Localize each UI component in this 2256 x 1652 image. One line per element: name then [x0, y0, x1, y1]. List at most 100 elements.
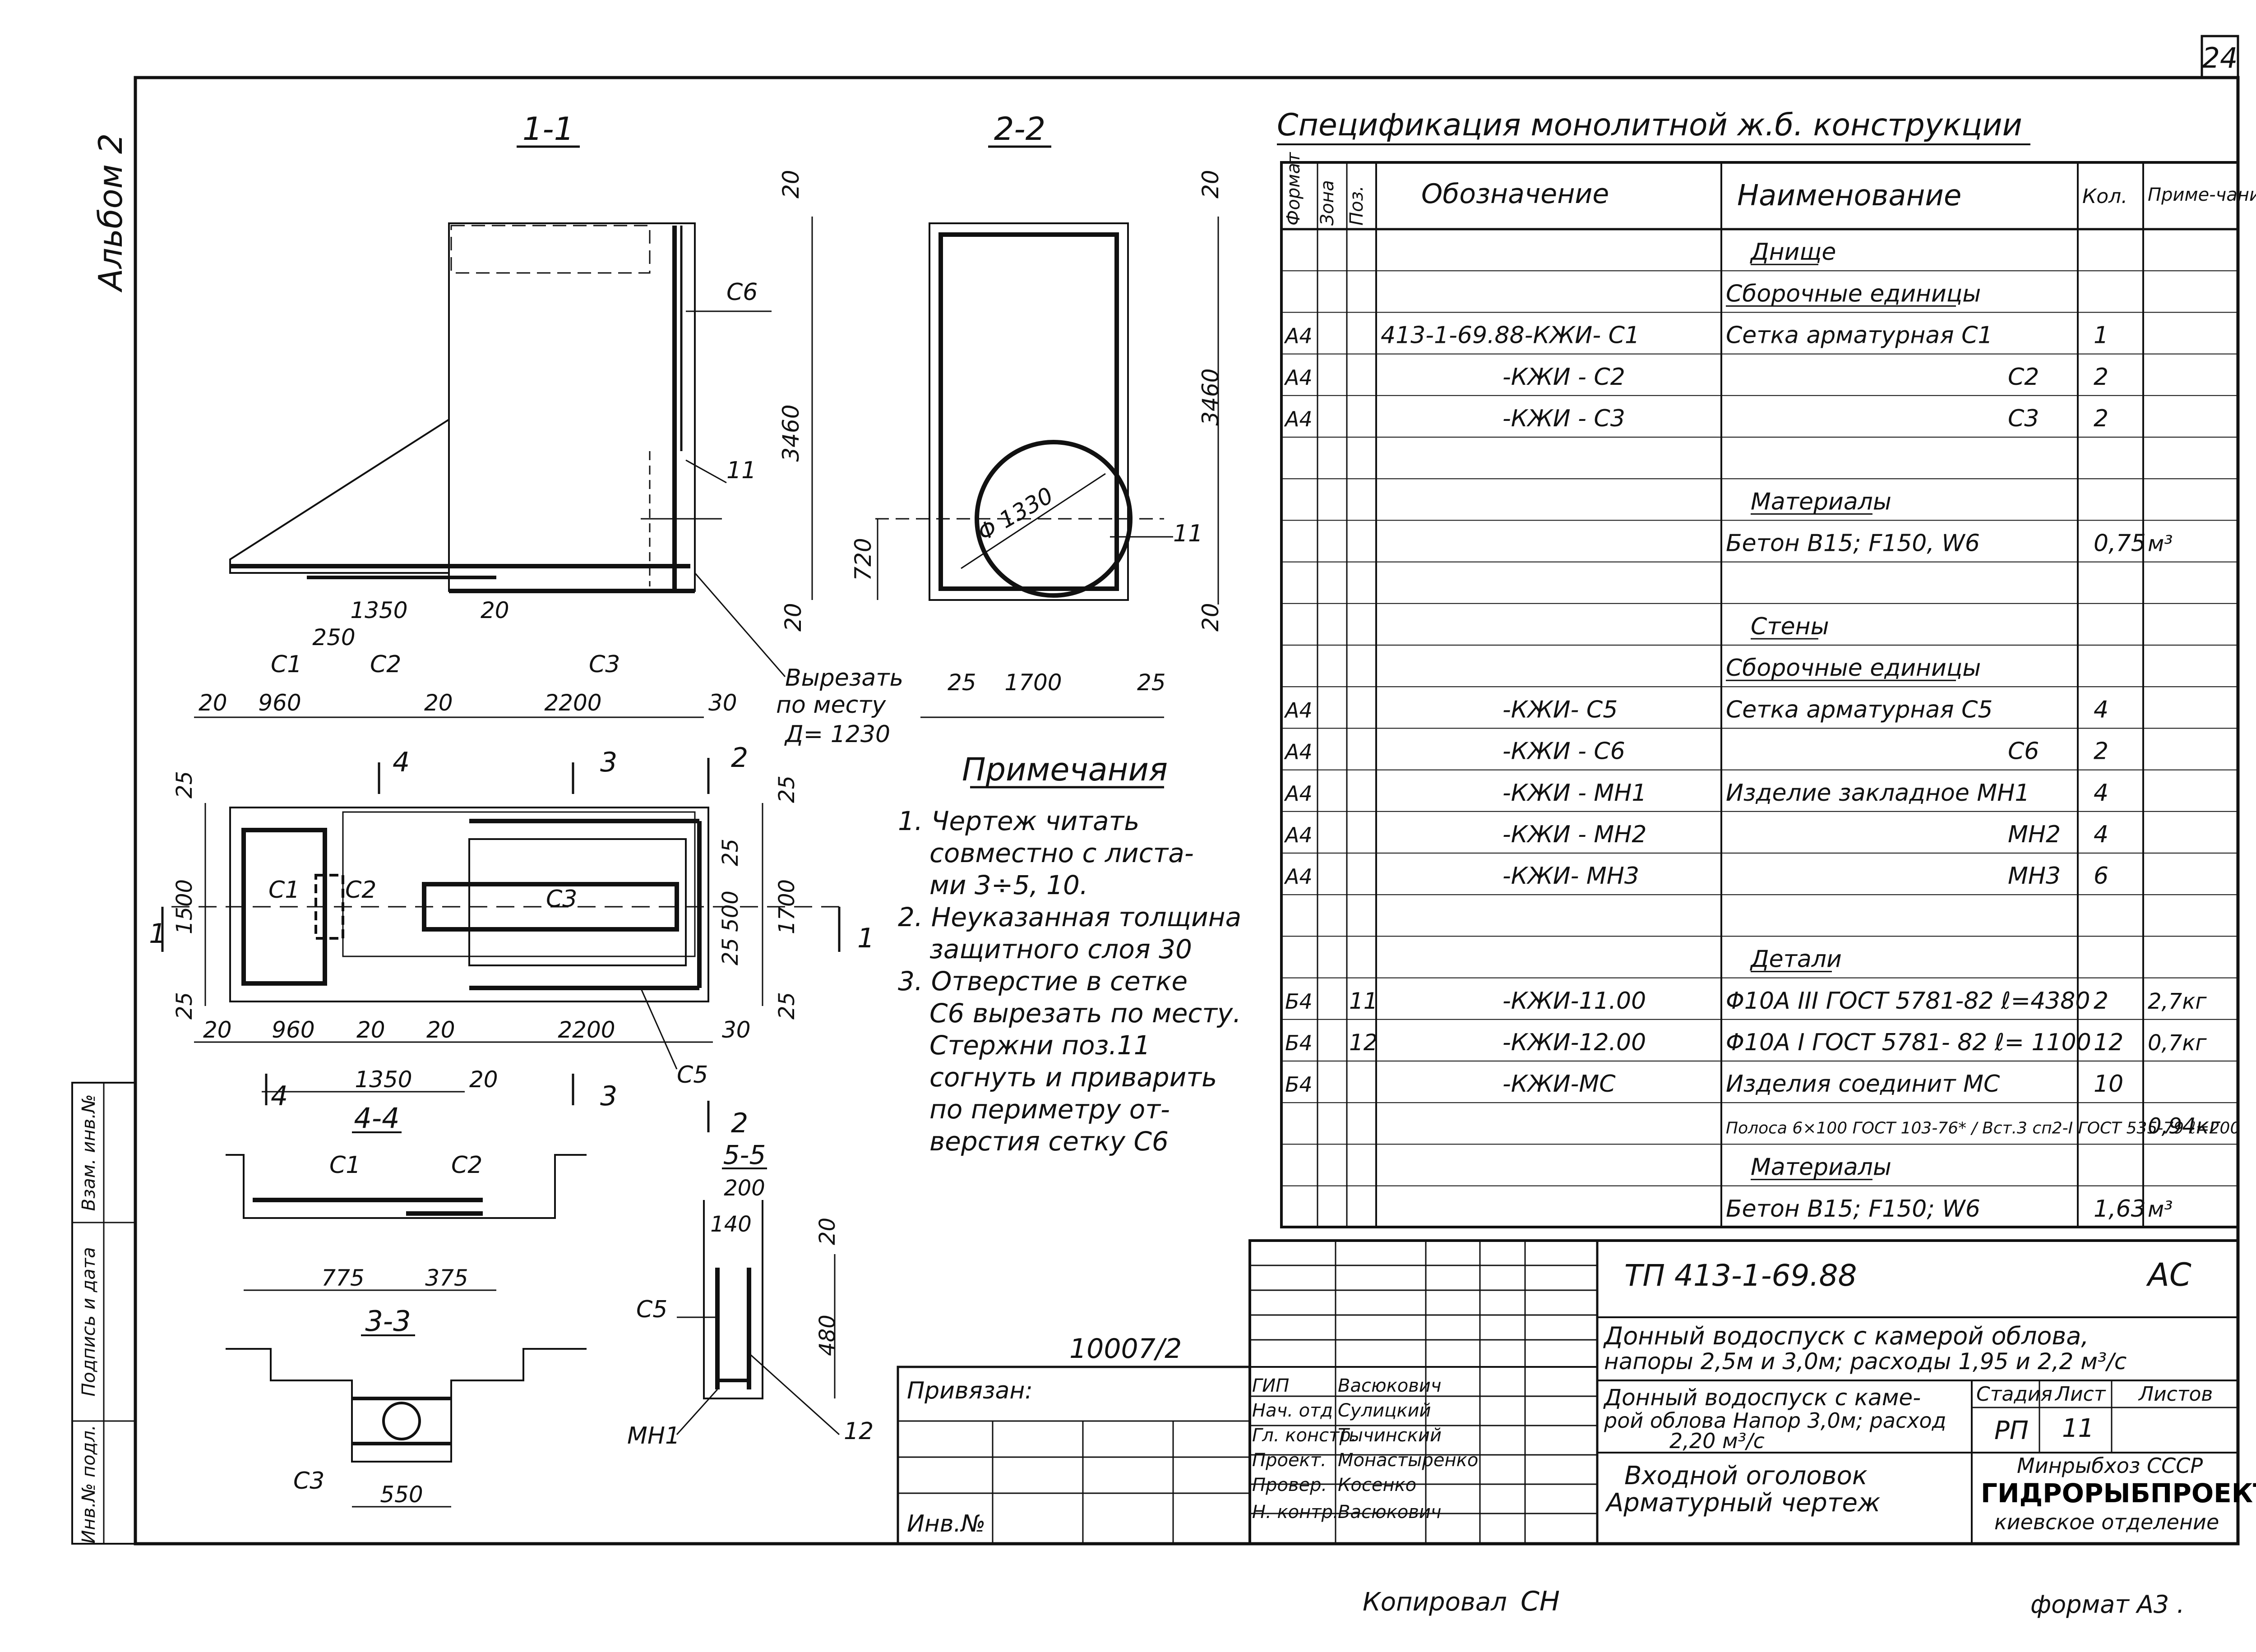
- dim-375: 375: [425, 1265, 468, 1291]
- label-C2-a: С2: [370, 651, 401, 678]
- spec-cell-note: м³: [2148, 531, 2173, 557]
- dim-2-2-20-top: 20: [1197, 170, 1224, 198]
- spec-cell-des: -КЖИ-11.00: [1502, 988, 1646, 1015]
- note-line: совместно с листа-: [929, 838, 1194, 868]
- side-stamp-inv: Инв.№ подл.: [79, 1425, 99, 1543]
- spec-header: Поз.: [1346, 185, 1367, 226]
- spec-cell-qty: 2: [2094, 988, 2108, 1015]
- spec-cell-name: Детали: [1750, 946, 1842, 973]
- spec-cell-des: -КЖИ-МС: [1502, 1071, 1616, 1098]
- dim-480: 480: [815, 1315, 840, 1356]
- spec-cell-name: Бетон В15; F150, W6: [1726, 530, 1980, 557]
- spec-cell-name: Материалы: [1751, 488, 1891, 515]
- dim-1-1-20-mid: 20: [481, 597, 509, 623]
- spec-cell-name: С6: [2008, 738, 2039, 765]
- spec-cell-fmt: Б4: [1285, 989, 1313, 1014]
- spec-cell-des: 413-1-69.88-КЖИ- С1: [1381, 322, 1640, 349]
- spec-cell-name: Стены: [1751, 613, 1829, 640]
- plan-view: С1 С2 С3 1 1 4 3 2 4 3 2 25 1500 25 25 2…: [149, 742, 874, 1139]
- spec-cell-name: Сборочные единицы: [1726, 655, 1981, 682]
- tb-role: Провер.: [1252, 1475, 1327, 1495]
- dim-plan-20-b: 20: [356, 1017, 385, 1043]
- spec-cell-name: Φ10А III ГОСТ 5781-82 ℓ=4380: [1726, 988, 2090, 1015]
- section-1-1: 1-1 20 3460 20 С6 11 1350 20 250 С1 С2 С…: [194, 111, 903, 748]
- spec-cell-fmt: А4: [1284, 324, 1313, 348]
- section-4-4-title: 4-4: [354, 1102, 399, 1135]
- dim-plan-30: 30: [722, 1017, 751, 1043]
- footer-format: формат А3 .: [2030, 1590, 2185, 1619]
- note-line: ми 3÷5, 10.: [929, 870, 1088, 900]
- side-stamp: Инв.№ подл. Подпись и дата Взам. инв.№: [71, 1082, 136, 1545]
- spec-cell-fmt: А4: [1284, 864, 1313, 889]
- label-C3-c: С3: [293, 1467, 324, 1495]
- spec-cell-qty: 2: [2094, 364, 2108, 391]
- tb-drawing-1: Входной оголовок: [1624, 1461, 1868, 1490]
- section-1-1-title: 1-1: [522, 111, 574, 148]
- dim-plan-1500: 1500: [172, 879, 197, 934]
- tb-mark: АС: [2146, 1256, 2191, 1293]
- dim-plan-1700: 1700: [774, 879, 800, 934]
- spec-cell-fmt: А4: [1284, 740, 1313, 764]
- dim-2-2-3460: 3460: [1197, 368, 1224, 425]
- note-line: согнуть и приварить: [929, 1062, 1217, 1093]
- sheet-number: 24: [2202, 42, 2238, 74]
- dim-plan-500: 500: [718, 891, 743, 932]
- mark-3-top: 3: [600, 747, 617, 778]
- dim-plan-2200: 2200: [558, 1017, 615, 1043]
- spec-title: Спецификация монолитной ж.б. конструкции: [1277, 107, 2022, 143]
- mark-2-bottom: 2: [731, 1107, 748, 1139]
- tb-role: ГИП: [1252, 1375, 1289, 1396]
- cut-note-3: Д= 1230: [784, 721, 890, 748]
- dim-plan-20-d: 20: [469, 1066, 498, 1093]
- spec-cell-name: С3: [2008, 405, 2039, 432]
- spec-cell-fmt: А4: [1284, 781, 1313, 806]
- dim-plan-25-mid-right: 25: [718, 839, 743, 866]
- dim-plan-25-top-left: 25: [172, 771, 197, 798]
- spec-cell-name: Сетка арматурная С5: [1726, 696, 1993, 723]
- note-line: 2. Неуказанная толщина: [898, 902, 1241, 932]
- dim-2-2-1700: 1700: [1004, 669, 1062, 696]
- sheet-number-box: [2201, 35, 2239, 79]
- tb-project-1: Донный водоспуск с камерой облова,: [1603, 1322, 2089, 1350]
- tb-sheets-header: Листов: [2138, 1383, 2213, 1406]
- note-line: Стержни поз.11: [929, 1030, 1151, 1061]
- dim-2-2-20-bottom: 20: [1197, 603, 1224, 632]
- spec-header: Кол.: [2082, 185, 2127, 208]
- tb-name: Васюкович: [1338, 1502, 1441, 1523]
- dim-plan-20-c: 20: [426, 1017, 455, 1043]
- section-3-3-title: 3-3: [365, 1305, 411, 1338]
- dim-2-2-720: 720: [850, 538, 876, 581]
- tie-label: Привязан:: [907, 1377, 1033, 1404]
- tb-org-1: Минрыбхоз СССР: [2017, 1454, 2203, 1478]
- section-4-4: 4-4 С1 С2 775 375: [226, 1102, 587, 1291]
- spec-cell-des: -КЖИ- С5: [1502, 696, 1618, 723]
- label-C2-b: С2: [345, 877, 376, 904]
- section-5-5-title: 5-5: [723, 1140, 766, 1170]
- spec-cell-name: Полоса 6×100 ГОСТ 103-76* / Вст.3 сп2-I …: [1726, 1119, 2240, 1137]
- dim-775: 775: [321, 1265, 364, 1291]
- spec-cell-qty: 1,63: [2094, 1195, 2146, 1223]
- label-12: 12: [844, 1418, 874, 1445]
- tb-sheet-header: Лист: [2054, 1383, 2106, 1406]
- spec-header: Зона: [1317, 180, 1338, 226]
- tb-role: Нач. отд: [1252, 1400, 1333, 1421]
- spec-cell-fmt: Б4: [1285, 1072, 1313, 1097]
- dim-140: 140: [710, 1212, 752, 1237]
- dim-1-1-250: 250: [312, 624, 355, 651]
- dim-1-1-20-c: 20: [424, 690, 453, 716]
- spec-table: Спецификация монолитной ж.б. конструкции…: [1277, 107, 2256, 1228]
- spec-header: Приме-чание: [2148, 185, 2256, 205]
- spec-cell-des: -КЖИ - МН1: [1502, 780, 1646, 807]
- spec-header: Обозначение: [1421, 178, 1609, 210]
- label-11-b: 11: [1173, 520, 1203, 547]
- spec-cell-name: Φ10А I ГОСТ 5781- 82 ℓ= 1100: [1726, 1029, 2091, 1056]
- section-2-2-title: 2-2: [994, 111, 1045, 148]
- spec-cell-name: Изделие закладное МН1: [1726, 780, 2029, 807]
- spec-cell-qty: 6: [2094, 863, 2108, 890]
- spec-cell-qty: 4: [2094, 780, 2108, 807]
- tb-org-3: киевское отделение: [1994, 1510, 2219, 1534]
- spec-cell-note: 0,7кг: [2148, 1030, 2207, 1056]
- album-label: Альбом 2: [92, 133, 129, 292]
- spec-cell-name: МН2: [2008, 821, 2061, 848]
- dim-plan-1350: 1350: [355, 1066, 412, 1093]
